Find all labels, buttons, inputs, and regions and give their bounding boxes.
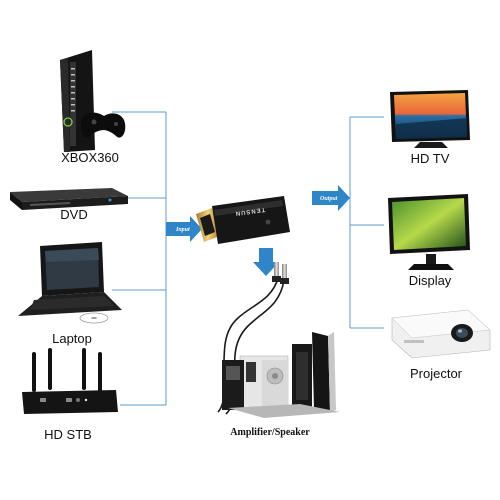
connector-lines [112,111,384,406]
hdmi-adapter-icon: TENSUN [196,196,290,244]
projector-icon [391,309,491,359]
label-hd-tv: HD TV [410,151,450,166]
audio-down-arrow [253,248,279,276]
label-laptop: Laptop [52,331,92,346]
monitor-icon [388,194,470,270]
input-arrow-label: Input [175,227,190,233]
speaker-system-icon [222,332,340,418]
label-amplifier-speaker: Amplifier/Speaker [230,427,310,438]
game-console-icon [60,50,126,152]
adapter-brand: TENSUN [234,206,265,216]
label-projector: Projector [409,366,463,381]
dvd-player-icon [10,188,128,210]
audio-plug-icon [272,262,289,284]
output-arrow-label: Output [320,196,338,202]
label-dvd: DVD [60,207,88,222]
laptop-icon [18,242,122,324]
output-arrow: Output [312,185,350,211]
tv-icon [390,90,470,148]
router-icon [22,348,118,414]
label-hd-stb: HD STB [44,427,92,442]
label-display: Display [408,273,452,288]
input-arrow: Input [166,216,202,242]
label-xbox360: XBOX360 [61,150,119,165]
